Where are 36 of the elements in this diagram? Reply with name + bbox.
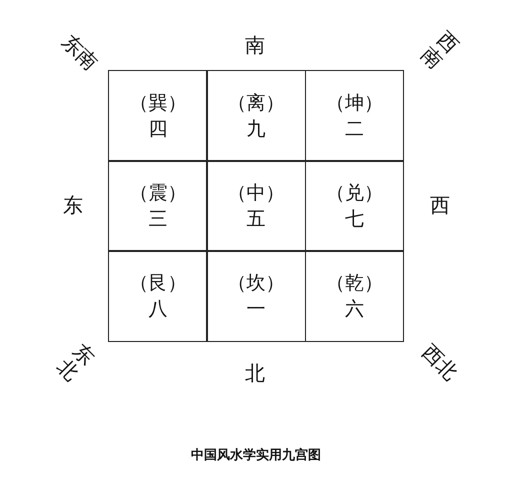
trigram-name: （艮）: [129, 270, 186, 295]
trigram-name: （震）: [129, 180, 186, 205]
caption: 中国风水学实用九宫图: [190, 446, 322, 464]
diagonal-direction-label: 东南: [58, 30, 102, 74]
grid-cell: [304, 160, 404, 252]
number-label: 八: [148, 296, 168, 321]
trigram-name: （兑）: [326, 180, 383, 205]
direction-label: 东: [63, 194, 83, 216]
number-label: 二: [344, 116, 364, 141]
direction-label: 南: [245, 34, 265, 56]
grid-cell: [108, 250, 208, 342]
grid-cell: [206, 160, 306, 252]
direction-label: 西: [430, 194, 450, 216]
trigram-name: （坤）: [326, 90, 383, 115]
trigram-name: （乾）: [326, 270, 383, 295]
diagonal-direction-label: 西北: [418, 340, 462, 384]
grid-cell: [304, 70, 404, 162]
diagonal-direction-label: 西南: [416, 26, 464, 74]
number-label: 四: [148, 116, 168, 141]
number-label: 七: [344, 206, 364, 231]
trigram-name: （离）: [228, 90, 285, 115]
trigram-name: （中）: [228, 180, 285, 205]
number-label: 五: [246, 206, 266, 231]
number-label: 九: [246, 116, 266, 141]
diagonal-direction-label: 东北: [52, 338, 100, 386]
grid-cell: [304, 250, 404, 342]
number-label: 六: [344, 296, 364, 321]
grid-cell: [108, 70, 208, 162]
number-label: 三: [148, 206, 168, 231]
trigram-name: （坎）: [228, 270, 285, 295]
number-label: 一: [246, 296, 266, 321]
direction-label: 北: [245, 362, 265, 384]
trigram-name: （巽）: [129, 90, 186, 115]
grid-cell: [206, 250, 306, 342]
grid-cell: [206, 70, 306, 162]
grid-cell: [108, 160, 208, 252]
